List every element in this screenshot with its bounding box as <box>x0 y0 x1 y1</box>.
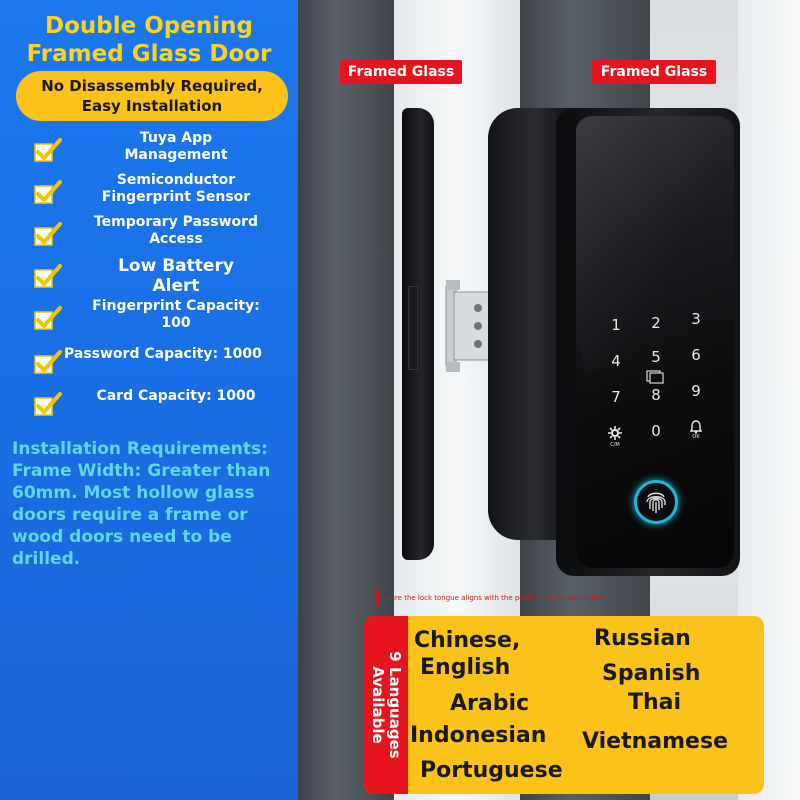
checkbox-checked-icon <box>34 306 62 330</box>
installation-pill: No Disassembly Required, Easy Installati… <box>16 71 288 121</box>
checkbox-checked-icon <box>34 222 62 246</box>
installation-pill-line-1: No Disassembly Required, <box>41 77 263 95</box>
language-arabic: Arabic <box>450 691 530 716</box>
card-reader-icon <box>646 370 664 384</box>
framed-glass-tag-right: Framed Glass <box>592 60 716 84</box>
keypad-key-4[interactable]: 4 <box>611 352 621 370</box>
requirements-line: Frame Width: Greater than <box>12 461 271 481</box>
strike-unit <box>402 108 434 560</box>
keypad-key-3[interactable]: 3 <box>691 310 701 328</box>
requirements-line: doors require a frame or <box>12 505 248 525</box>
feature-line: 100 <box>161 315 191 331</box>
settings-icon[interactable] <box>608 426 622 440</box>
checkbox-checked-icon <box>34 180 62 204</box>
feature-item: Password Capacity: 1000 <box>34 342 298 382</box>
requirements-line: drilled. <box>12 549 81 569</box>
feature-text: Low Battery Alert <box>64 256 288 296</box>
keypad-key-0[interactable]: 0 <box>651 422 661 440</box>
requirements-line: wood doors need to be <box>12 527 232 547</box>
installation-pill-line-2: Easy Installation <box>81 97 223 115</box>
hint-marker <box>376 590 379 606</box>
doorbell-icon[interactable] <box>690 420 702 434</box>
keypad-key-7[interactable]: 7 <box>611 388 621 406</box>
feature-line: Access <box>149 231 203 247</box>
checkbox-checked-icon <box>34 392 62 416</box>
feature-text: Fingerprint Capacity: 100 <box>64 298 288 332</box>
checkbox-checked-icon <box>34 264 62 288</box>
language-russian: Russian <box>594 626 691 651</box>
feature-text: Card Capacity: 1000 <box>64 384 288 405</box>
language-indonesian: Indonesian <box>410 723 547 748</box>
feature-text: Temporary Password Access <box>64 214 288 248</box>
bell-key-label: OK <box>692 434 700 440</box>
framed-glass-tag-left: Framed Glass <box>340 60 462 84</box>
keypad-key-8[interactable]: 8 <box>651 386 661 404</box>
feature-line: Fingerprint Sensor <box>101 189 251 205</box>
checkbox-checked-icon <box>34 138 62 162</box>
keypad-key-5[interactable]: 5 <box>651 348 661 366</box>
feature-line: Password Capacity: 1000 <box>64 346 262 362</box>
feature-line: Alert <box>152 276 200 296</box>
feature-item: Fingerprint Capacity: 100 <box>34 298 298 338</box>
language-english: English <box>420 655 511 680</box>
installation-requirements: Installation Requirements: Frame Width: … <box>12 438 296 570</box>
feature-text: Semiconductor Fingerprint Sensor <box>64 172 288 206</box>
feature-line: Fingerprint Capacity: <box>92 298 260 314</box>
info-panel: Double Opening Framed Glass Door No Disa… <box>0 0 298 800</box>
languages-tab-line: Available <box>369 666 387 744</box>
languages-box: 9 Languages Available Chinese, English R… <box>364 616 764 794</box>
feature-line: Low Battery <box>118 256 234 276</box>
feature-item: Low Battery Alert <box>34 256 298 296</box>
keypad-key-9[interactable]: 9 <box>691 382 701 400</box>
language-spanish: Spanish <box>602 661 701 686</box>
strike-plate <box>408 286 418 370</box>
feature-line: Semiconductor <box>116 172 236 188</box>
language-chinese: Chinese, <box>414 628 521 653</box>
feature-item: Semiconductor Fingerprint Sensor <box>34 172 298 212</box>
headline: Double Opening Framed Glass Door <box>0 12 298 68</box>
language-portuguese: Portuguese <box>420 758 563 783</box>
feature-line: Card Capacity: 1000 <box>96 388 256 404</box>
requirements-line: Installation Requirements: <box>12 439 268 459</box>
feature-line: Tuya App <box>139 130 213 146</box>
feature-item: Card Capacity: 1000 <box>34 384 298 424</box>
feature-text: Password Capacity: 1000 <box>64 342 288 363</box>
keypad-key-2[interactable]: 2 <box>651 314 661 332</box>
language-thai: Thai <box>628 690 682 715</box>
alignment-hint: Ensure the lock tongue aligns with the p… <box>378 594 607 602</box>
languages-tab-line: 9 Languages <box>386 651 404 759</box>
keypad-key-1[interactable]: 1 <box>611 316 621 334</box>
feature-line: Management <box>124 147 228 163</box>
feature-item: Temporary Password Access <box>34 214 298 254</box>
headline-line-2: Framed Glass Door <box>26 41 272 67</box>
requirements-line: 60mm. Most hollow glass <box>12 483 255 503</box>
languages-tab-text: 9 Languages Available <box>369 620 404 790</box>
feature-line: Temporary Password <box>93 214 259 230</box>
fingerprint-sensor[interactable] <box>634 480 678 524</box>
languages-tab: 9 Languages Available <box>364 616 408 794</box>
keypad-key-6[interactable]: 6 <box>691 346 701 364</box>
settings-key-label: C/M <box>610 442 620 448</box>
checkbox-checked-icon <box>34 350 62 374</box>
language-vietnamese: Vietnamese <box>582 729 728 754</box>
headline-line-1: Double Opening <box>45 13 253 39</box>
feature-item: Tuya App Management <box>34 130 298 170</box>
fingerprint-icon <box>646 492 666 513</box>
feature-text: Tuya App Management <box>64 130 288 164</box>
